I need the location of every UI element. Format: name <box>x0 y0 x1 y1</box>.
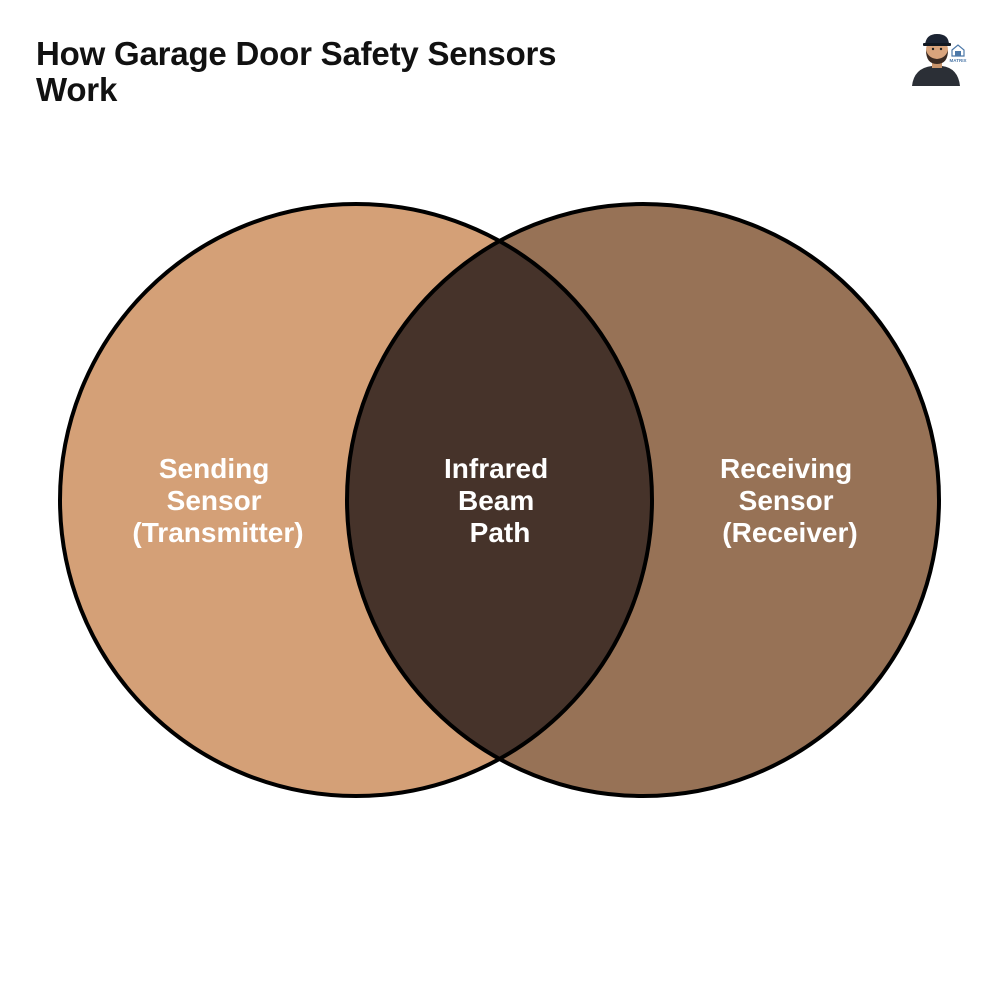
logo-wordmark: MATRIX <box>950 58 967 63</box>
page-title: How Garage Door Safety Sensors Work <box>36 36 636 108</box>
page-title-line-1: How Garage Door Safety Sensors <box>36 35 557 72</box>
sending-sensor-label-line-3: (Transmitter) <box>132 517 303 548</box>
receiving-sensor-label-line-1: Receiving <box>720 453 852 484</box>
logo-eye-left <box>931 47 935 51</box>
infrared-beam-overlap <box>347 204 652 796</box>
logo-cap-brim <box>923 43 951 46</box>
sending-sensor-label: Sending Sensor (Transmitter) <box>132 453 303 548</box>
logo-shirt <box>912 66 960 86</box>
sending-sensor-outline <box>58 202 654 798</box>
infrared-beam-label-line-3: Path <box>470 517 531 548</box>
logo-house-door <box>955 51 961 56</box>
logo-eye-right <box>939 47 943 51</box>
infrared-beam-label: Infrared Beam Path <box>444 453 556 548</box>
receiving-sensor-outline <box>345 202 941 798</box>
receiving-sensor-label-line-3: (Receiver) <box>722 517 857 548</box>
infrared-beam-label-line-2: Beam <box>458 485 534 516</box>
page-title-line-2: Work <box>36 71 118 108</box>
receiving-sensor-label: Receiving Sensor (Receiver) <box>720 453 860 548</box>
logo-beard <box>926 50 948 64</box>
mascot-logo-icon: MATRIX <box>912 34 967 86</box>
sending-sensor-label-line-1: Sending <box>159 453 269 484</box>
infrared-beam-label-line-1: Infrared <box>444 453 548 484</box>
receiving-sensor-label-line-2: Sensor <box>739 485 834 516</box>
sending-sensor-label-line-2: Sensor <box>167 485 262 516</box>
logo-cap <box>925 34 949 45</box>
